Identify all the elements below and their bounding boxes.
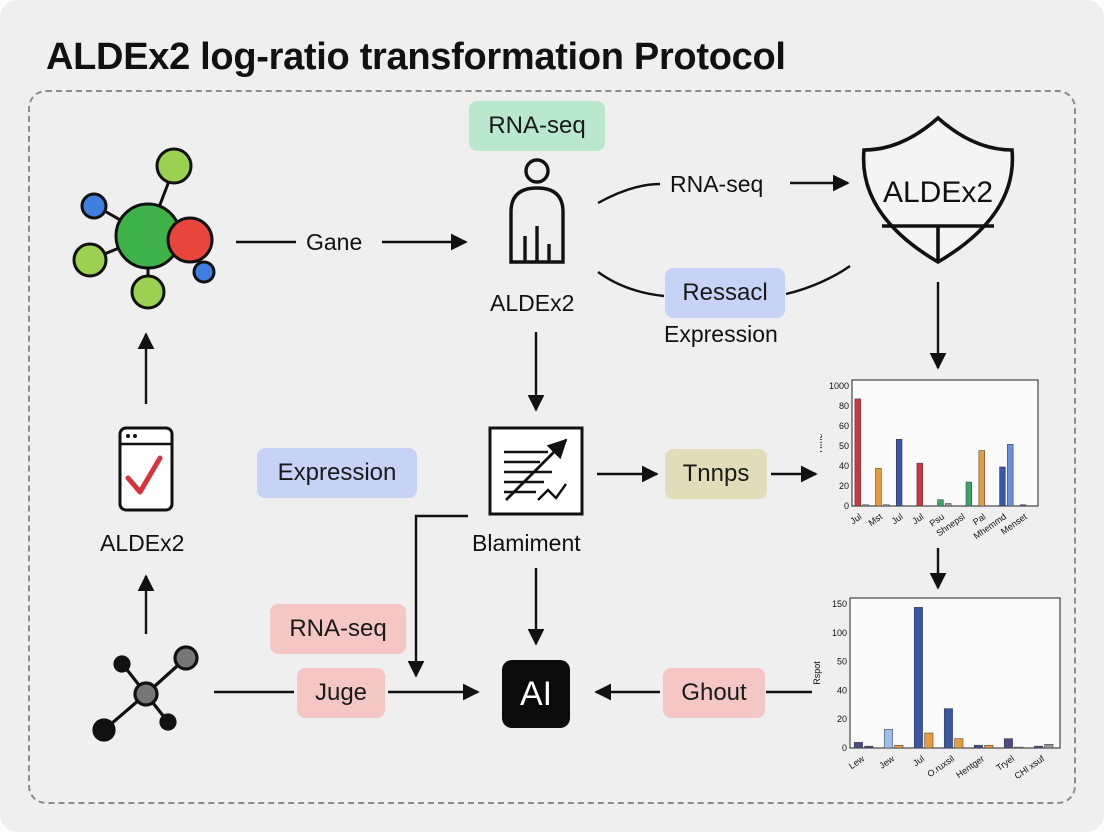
chart2-x-tick: CHl xsuf bbox=[1013, 753, 1047, 781]
curve-person-rnaseq bbox=[597, 182, 661, 205]
chart2-bar bbox=[883, 729, 893, 749]
page-title: ALDEx2 log-ratio transformation Protocol bbox=[46, 36, 786, 78]
chart1-bar bbox=[1019, 504, 1027, 507]
curve-ressacl-shield bbox=[785, 265, 851, 296]
chart1-bar bbox=[916, 462, 923, 507]
chart2-x-tick: O.ruxsil bbox=[925, 753, 956, 779]
chart2-bar bbox=[1014, 746, 1024, 749]
chart1-bar bbox=[945, 503, 952, 507]
chart1-x-tick: Jul bbox=[848, 511, 863, 526]
chart1-x-tick: Jul bbox=[890, 511, 905, 526]
chart2-y-label: Rspot bbox=[812, 661, 822, 685]
pill-tnnps: Tnnps bbox=[665, 449, 767, 499]
chart1-y-tick: 60 bbox=[839, 421, 849, 431]
molecule-icon bbox=[72, 147, 216, 310]
chart2-bar bbox=[853, 742, 863, 749]
chart1-x-tick: Mst bbox=[867, 511, 885, 528]
chart2-y-tick: 100 bbox=[832, 628, 847, 638]
chart1-y-tick: 40 bbox=[839, 461, 849, 471]
chart2-x-tick: Jul bbox=[911, 753, 926, 768]
chart1-bar bbox=[978, 450, 985, 507]
chart2-bar bbox=[973, 744, 983, 749]
label-rna-seq-arrow: RNA-seq bbox=[664, 170, 770, 198]
pill-ghout: Ghout bbox=[663, 668, 765, 718]
chart2-x-tick: Hentger bbox=[954, 753, 986, 780]
pill-rna-seq-bottom: RNA-seq bbox=[270, 604, 406, 654]
pill-rna-seq-top: RNA-seq bbox=[469, 101, 605, 151]
chart1-x-tick: Jul bbox=[910, 511, 925, 526]
chart2-y-tick: 40 bbox=[837, 685, 847, 695]
chart1-bar bbox=[1007, 444, 1014, 507]
network-icon bbox=[92, 645, 199, 742]
pill-expression-left: Expression bbox=[257, 448, 417, 498]
chart2-bar bbox=[1044, 744, 1054, 749]
chart1-y-tick: 0 bbox=[844, 501, 849, 511]
label-clipboard-aldex2: ALDEx2 bbox=[94, 529, 191, 557]
chart2-y-tick: 20 bbox=[837, 714, 847, 724]
label-expression-right: Expression bbox=[658, 320, 784, 348]
elbow-document-juge bbox=[407, 514, 468, 678]
chart1-bar bbox=[895, 438, 903, 507]
pill-juge: Juge bbox=[297, 668, 385, 718]
chart1-y-tick: 80 bbox=[839, 401, 849, 411]
clipboard-check-icon bbox=[118, 426, 174, 512]
chart1-y-tick: 50 bbox=[839, 441, 849, 451]
chart1-y-label: Rme bbox=[820, 433, 824, 452]
chart-document-icon bbox=[488, 426, 584, 516]
label-blamiment: Blamiment bbox=[466, 529, 587, 557]
chart2-bar bbox=[894, 744, 904, 749]
chart2-x-tick: Tryel bbox=[994, 753, 1016, 772]
chart1-plot-frame bbox=[851, 379, 1039, 507]
ai-label: AI bbox=[519, 675, 553, 713]
chart2-bar bbox=[943, 708, 953, 749]
chart2-bar bbox=[1003, 738, 1013, 749]
chart2-y-tick: 150 bbox=[832, 599, 847, 609]
chart1-bar bbox=[965, 481, 973, 507]
chart1-bar bbox=[875, 467, 882, 507]
chart2-y-tick: 50 bbox=[837, 657, 847, 667]
chart2-x-tick: Jew bbox=[877, 753, 896, 771]
chart2-bar bbox=[864, 745, 874, 749]
chart2-bar bbox=[913, 607, 923, 749]
chart2-bar bbox=[984, 744, 994, 749]
chart2-bar bbox=[954, 738, 964, 749]
chart1-bar bbox=[999, 466, 1006, 507]
chart1-y-tick: 1000 bbox=[829, 381, 849, 391]
chart2-bar bbox=[1033, 745, 1043, 749]
chart2-plot-frame bbox=[849, 597, 1061, 749]
curve-person-ressacl bbox=[597, 271, 665, 298]
chart1-bar bbox=[883, 504, 890, 507]
shield-icon bbox=[861, 115, 1015, 265]
label-gane: Gane bbox=[300, 228, 369, 256]
chart1-bar bbox=[862, 504, 869, 507]
chart1-y-tick: 20 bbox=[839, 481, 849, 491]
shield-text: ALDEx2 bbox=[882, 176, 994, 209]
person-chart-icon bbox=[509, 158, 565, 264]
label-person-aldex2: ALDEx2 bbox=[484, 289, 581, 317]
ai-chip-icon bbox=[502, 660, 570, 728]
chart2-bar bbox=[924, 732, 934, 749]
chart1-bar bbox=[937, 499, 944, 507]
pill-ressacl: Ressacl bbox=[665, 268, 785, 318]
chart2-x-tick: Lew bbox=[847, 753, 867, 771]
protocol-frame bbox=[28, 90, 1076, 804]
chart2-y-tick: 0 bbox=[842, 743, 847, 753]
chart1-bar bbox=[854, 398, 861, 507]
